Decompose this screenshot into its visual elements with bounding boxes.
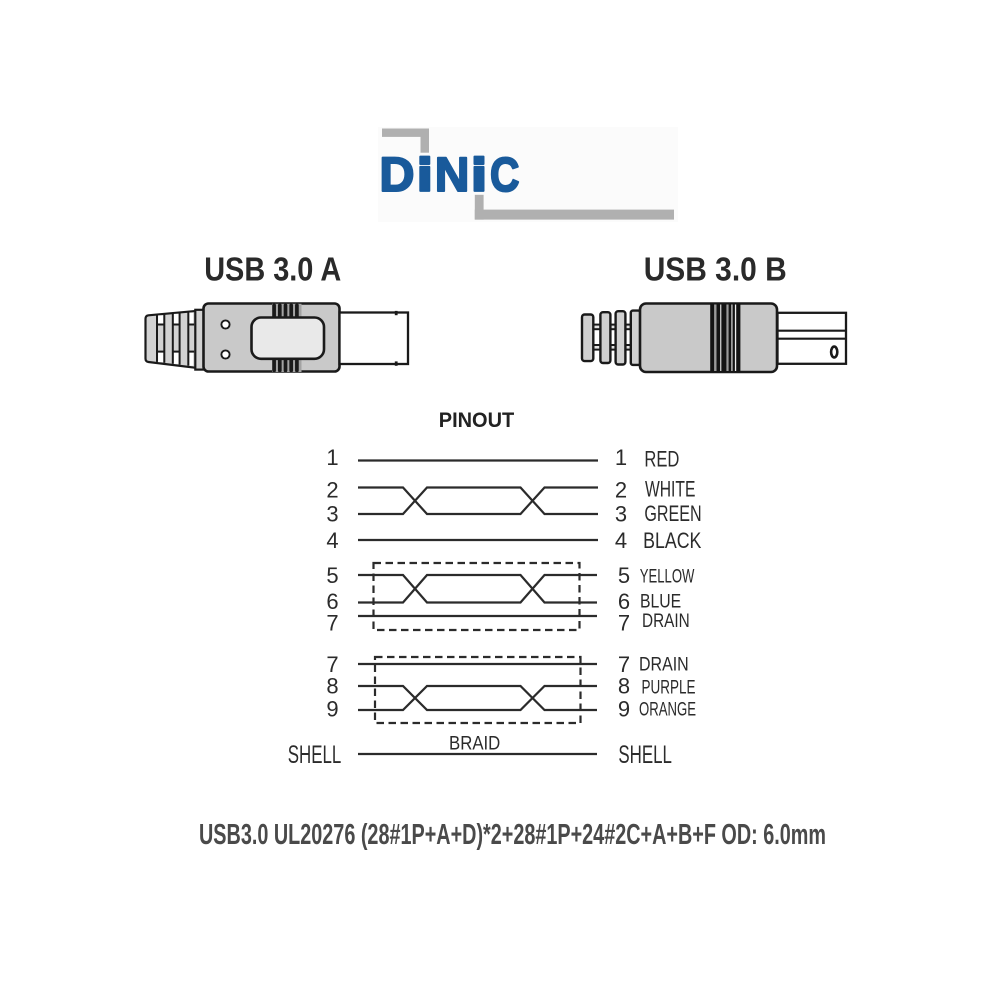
- svg-text:DRAIN: DRAIN: [639, 654, 689, 676]
- svg-text:5: 5: [326, 563, 338, 588]
- svg-text:USB 3.0 A: USB 3.0 A: [204, 251, 341, 288]
- svg-text:N: N: [435, 148, 470, 202]
- svg-text:SHELL: SHELL: [618, 741, 672, 769]
- svg-text:8: 8: [618, 674, 630, 699]
- svg-text:USB3.0 UL20276 (28#1P+A+D)*2+2: USB3.0 UL20276 (28#1P+A+D)*2+28#1P+24#2C…: [199, 819, 826, 851]
- svg-text:3: 3: [615, 502, 627, 527]
- svg-text:7: 7: [618, 652, 630, 677]
- svg-text:7: 7: [618, 611, 630, 636]
- svg-text:PINOUT: PINOUT: [439, 408, 515, 432]
- svg-text:7: 7: [326, 652, 338, 677]
- svg-text:WHITE: WHITE: [645, 477, 695, 502]
- svg-text:3: 3: [326, 502, 338, 527]
- svg-text:6: 6: [326, 589, 338, 614]
- svg-text:C: C: [490, 148, 519, 202]
- svg-text:BLUE: BLUE: [640, 591, 681, 613]
- svg-text:4: 4: [615, 528, 627, 553]
- svg-text:YELLOW: YELLOW: [640, 566, 695, 588]
- svg-text:USB 3.0 B: USB 3.0 B: [644, 251, 787, 288]
- svg-text:4: 4: [326, 528, 338, 553]
- svg-text:SHELL: SHELL: [288, 741, 342, 769]
- svg-text:RED: RED: [644, 447, 679, 472]
- svg-text:1: 1: [326, 445, 338, 470]
- svg-text:ORANGE: ORANGE: [639, 699, 696, 721]
- svg-text:5: 5: [618, 563, 630, 588]
- svg-text:2: 2: [615, 478, 627, 503]
- svg-text:BRAID: BRAID: [449, 733, 500, 755]
- svg-text:9: 9: [326, 697, 338, 722]
- svg-text:2: 2: [326, 478, 338, 503]
- svg-text:9: 9: [618, 697, 630, 722]
- svg-text:BLACK: BLACK: [643, 528, 702, 553]
- svg-text:DRAIN: DRAIN: [642, 610, 690, 632]
- svg-text:GREEN: GREEN: [644, 501, 701, 526]
- svg-text:1: 1: [615, 445, 627, 470]
- svg-text:7: 7: [326, 611, 338, 636]
- svg-text:D: D: [379, 148, 414, 202]
- svg-text:PURPLE: PURPLE: [642, 677, 696, 699]
- svg-text:6: 6: [618, 589, 630, 614]
- svg-text:8: 8: [326, 674, 338, 699]
